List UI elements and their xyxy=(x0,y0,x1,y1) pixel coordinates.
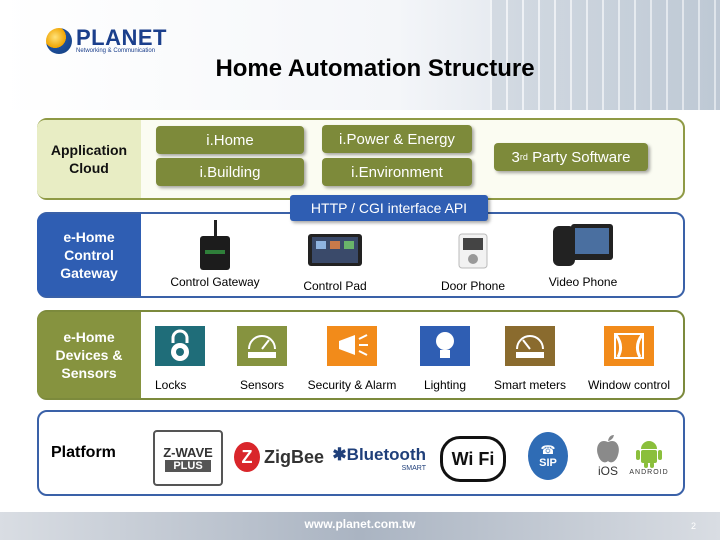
gateway-item: Door Phone xyxy=(428,228,518,293)
footer-bar: www.planet.com.tw 2 xyxy=(0,512,720,540)
bluetooth-text: ✱Bluetooth xyxy=(332,444,426,464)
device-item-label: Smart meters xyxy=(493,378,566,392)
platform-band xyxy=(37,410,685,496)
gateway-item: Control Gateway xyxy=(160,220,270,289)
device-item-label: Locks xyxy=(155,378,187,392)
zigbee-text: ZigBee xyxy=(263,446,324,467)
gateway-item-label: Control Pad xyxy=(303,279,367,293)
device-item-label: Lighting xyxy=(423,378,467,392)
zigbee-logo: Z ZigBee xyxy=(234,440,324,474)
gateway-item-label: Video Phone xyxy=(548,275,618,289)
app-ipower: i.Power & Energy xyxy=(322,125,472,153)
android-icon xyxy=(636,440,662,468)
smart-meter-icon xyxy=(505,326,555,366)
page-title: Home Automation Structure xyxy=(215,55,535,82)
lock-icon xyxy=(155,326,205,366)
video-phone-icon xyxy=(553,224,613,266)
device-item: Window control xyxy=(584,326,674,392)
phone-icon: ☎ xyxy=(540,443,556,457)
control-gateway-icon xyxy=(200,220,230,270)
device-item: Sensors xyxy=(232,326,292,392)
door-phone-icon xyxy=(458,233,488,269)
wifi-text: Wi Fi xyxy=(451,448,495,469)
apple-icon xyxy=(597,435,619,463)
logo-name: PLANET xyxy=(76,25,167,50)
device-item-label: Security & Alarm xyxy=(307,378,397,392)
device-item: Lighting xyxy=(417,326,473,392)
logo-tagline: Networking & Communication xyxy=(76,48,156,54)
window-icon xyxy=(604,326,654,366)
footer-url: www.planet.com.tw xyxy=(304,517,416,531)
device-item: Security & Alarm xyxy=(302,326,402,392)
app-ibuilding: i.Building xyxy=(156,158,304,186)
sip-text: SIP xyxy=(539,457,557,469)
globe-icon xyxy=(46,28,72,54)
gateway-item-label: Door Phone xyxy=(440,279,506,293)
bluetooth-smart-logo: ✱Bluetooth SMART xyxy=(332,440,426,476)
app-ienvironment: i.Environment xyxy=(322,158,472,186)
zigbee-icon: Z xyxy=(234,442,260,472)
sip-logo: ☎ SIP xyxy=(528,432,568,480)
planet-logo: PLANET Networking & Communication xyxy=(46,25,167,54)
device-item: Smart meters xyxy=(490,326,570,392)
server-rack-background xyxy=(490,0,720,110)
gateway-item: Control Pad xyxy=(290,228,380,293)
lightbulb-icon xyxy=(420,326,470,366)
device-item-label: Window control xyxy=(587,378,671,392)
layer-label-devices: e-Home Devices & Sensors xyxy=(37,312,141,398)
zwave-plus-logo: Z-WAVE PLUS xyxy=(153,430,223,486)
header-background xyxy=(0,0,720,110)
gateway-item: Video Phone xyxy=(538,220,628,289)
layer-label-application: Application Cloud xyxy=(37,120,141,198)
gateway-item-label: Control Gateway xyxy=(170,275,260,289)
page-number: 2 xyxy=(690,521,696,531)
wifi-logo: Wi Fi xyxy=(440,436,506,482)
android-logo: ANDROID xyxy=(628,428,670,484)
api-bar: HTTP / CGI interface API xyxy=(290,195,488,221)
device-item: Locks xyxy=(155,326,205,392)
layer-label-gateway: e-Home Control Gateway xyxy=(37,214,141,296)
device-item-label: Sensors xyxy=(239,378,285,392)
alarm-icon xyxy=(327,326,377,366)
sensor-icon xyxy=(237,326,287,366)
android-text: ANDROID xyxy=(629,468,669,476)
ios-text: iOS xyxy=(597,464,618,478)
ios-logo: iOS xyxy=(590,428,626,484)
bluetooth-smart-text: SMART xyxy=(401,464,426,472)
zwave-text: Z-WAVE xyxy=(163,444,213,460)
zwave-plus-text: PLUS xyxy=(165,459,211,472)
control-pad-icon xyxy=(308,234,362,266)
layer-label-platform: Platform xyxy=(51,444,116,461)
app-ihome: i.Home xyxy=(156,126,304,154)
